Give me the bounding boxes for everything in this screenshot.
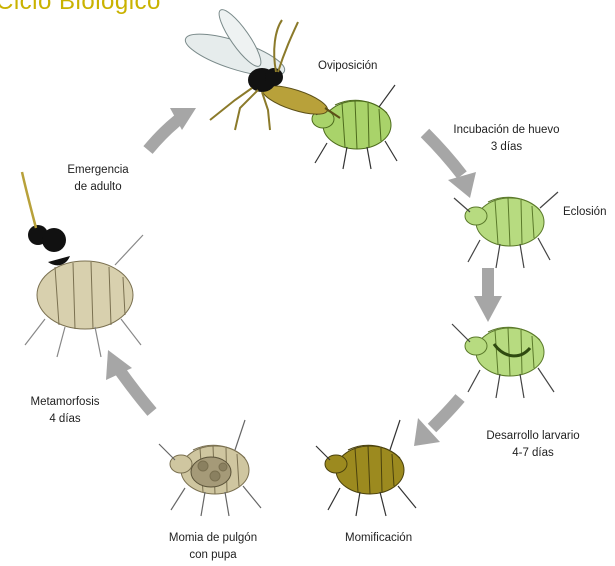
desarrollo-duration: 4-7 días	[458, 445, 608, 462]
incubacion-text: Incubación de huevo	[424, 122, 589, 139]
label-incubacion: Incubación de huevo 3 días	[424, 122, 589, 156]
emergencia-subtext: de adulto	[48, 179, 148, 196]
momia-text: Momia de pulgón	[158, 530, 268, 547]
desarrollo-aphid	[452, 324, 554, 398]
momia-subtext: con pupa	[158, 547, 268, 564]
label-emergencia: Emergencia de adulto	[48, 162, 148, 196]
oviposicion-text: Oviposición	[318, 58, 377, 75]
incubacion-duration: 3 días	[424, 139, 589, 156]
label-desarrollo: Desarrollo larvario 4-7 días	[458, 428, 608, 462]
desarrollo-text: Desarrollo larvario	[458, 428, 608, 445]
oviposicion-illustration	[181, 5, 397, 169]
eclosion-text: Eclosión	[563, 204, 606, 221]
momificacion-aphid	[316, 420, 416, 516]
momia-aphid	[159, 420, 261, 516]
metamorfosis-duration: 4 días	[15, 411, 115, 428]
emergencia-illustration	[22, 172, 143, 357]
cycle-arrows	[106, 108, 502, 446]
eclosion-aphid	[454, 192, 558, 268]
label-metamorfosis: Metamorfosis 4 días	[15, 394, 115, 428]
emergencia-text: Emergencia	[48, 162, 148, 179]
label-oviposicion: Oviposición	[318, 58, 377, 75]
label-momificacion: Momificación	[345, 530, 412, 547]
arrow-emergencia-to-oviposicion	[148, 108, 196, 150]
momificacion-text: Momificación	[345, 530, 412, 547]
arrow-desarrollo-to-momificacion	[414, 398, 460, 446]
label-momia: Momia de pulgón con pupa	[158, 530, 268, 564]
metamorfosis-text: Metamorfosis	[15, 394, 115, 411]
label-eclosion: Eclosión	[563, 204, 606, 221]
arrow-eclosion-to-desarrollo	[474, 268, 502, 322]
